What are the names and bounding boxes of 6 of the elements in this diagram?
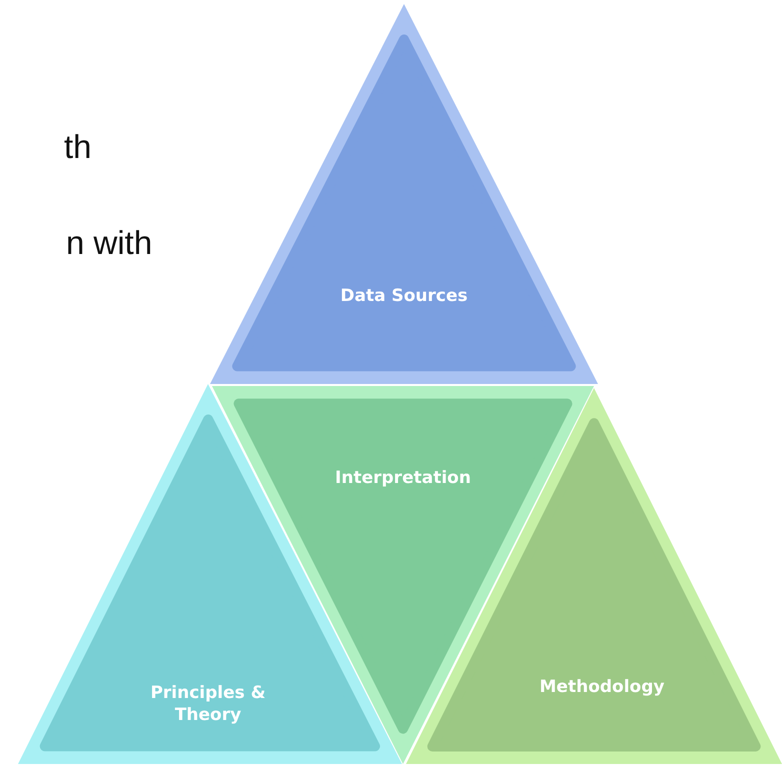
text-fragment: th bbox=[64, 128, 92, 166]
segment-label: Principles & Theory bbox=[149, 682, 267, 726]
text-fragment: n with bbox=[66, 224, 152, 262]
segment-label: Data Sources bbox=[339, 284, 469, 308]
segment-label: Interpretation bbox=[334, 466, 472, 490]
segment-label: Methodology bbox=[538, 676, 666, 698]
